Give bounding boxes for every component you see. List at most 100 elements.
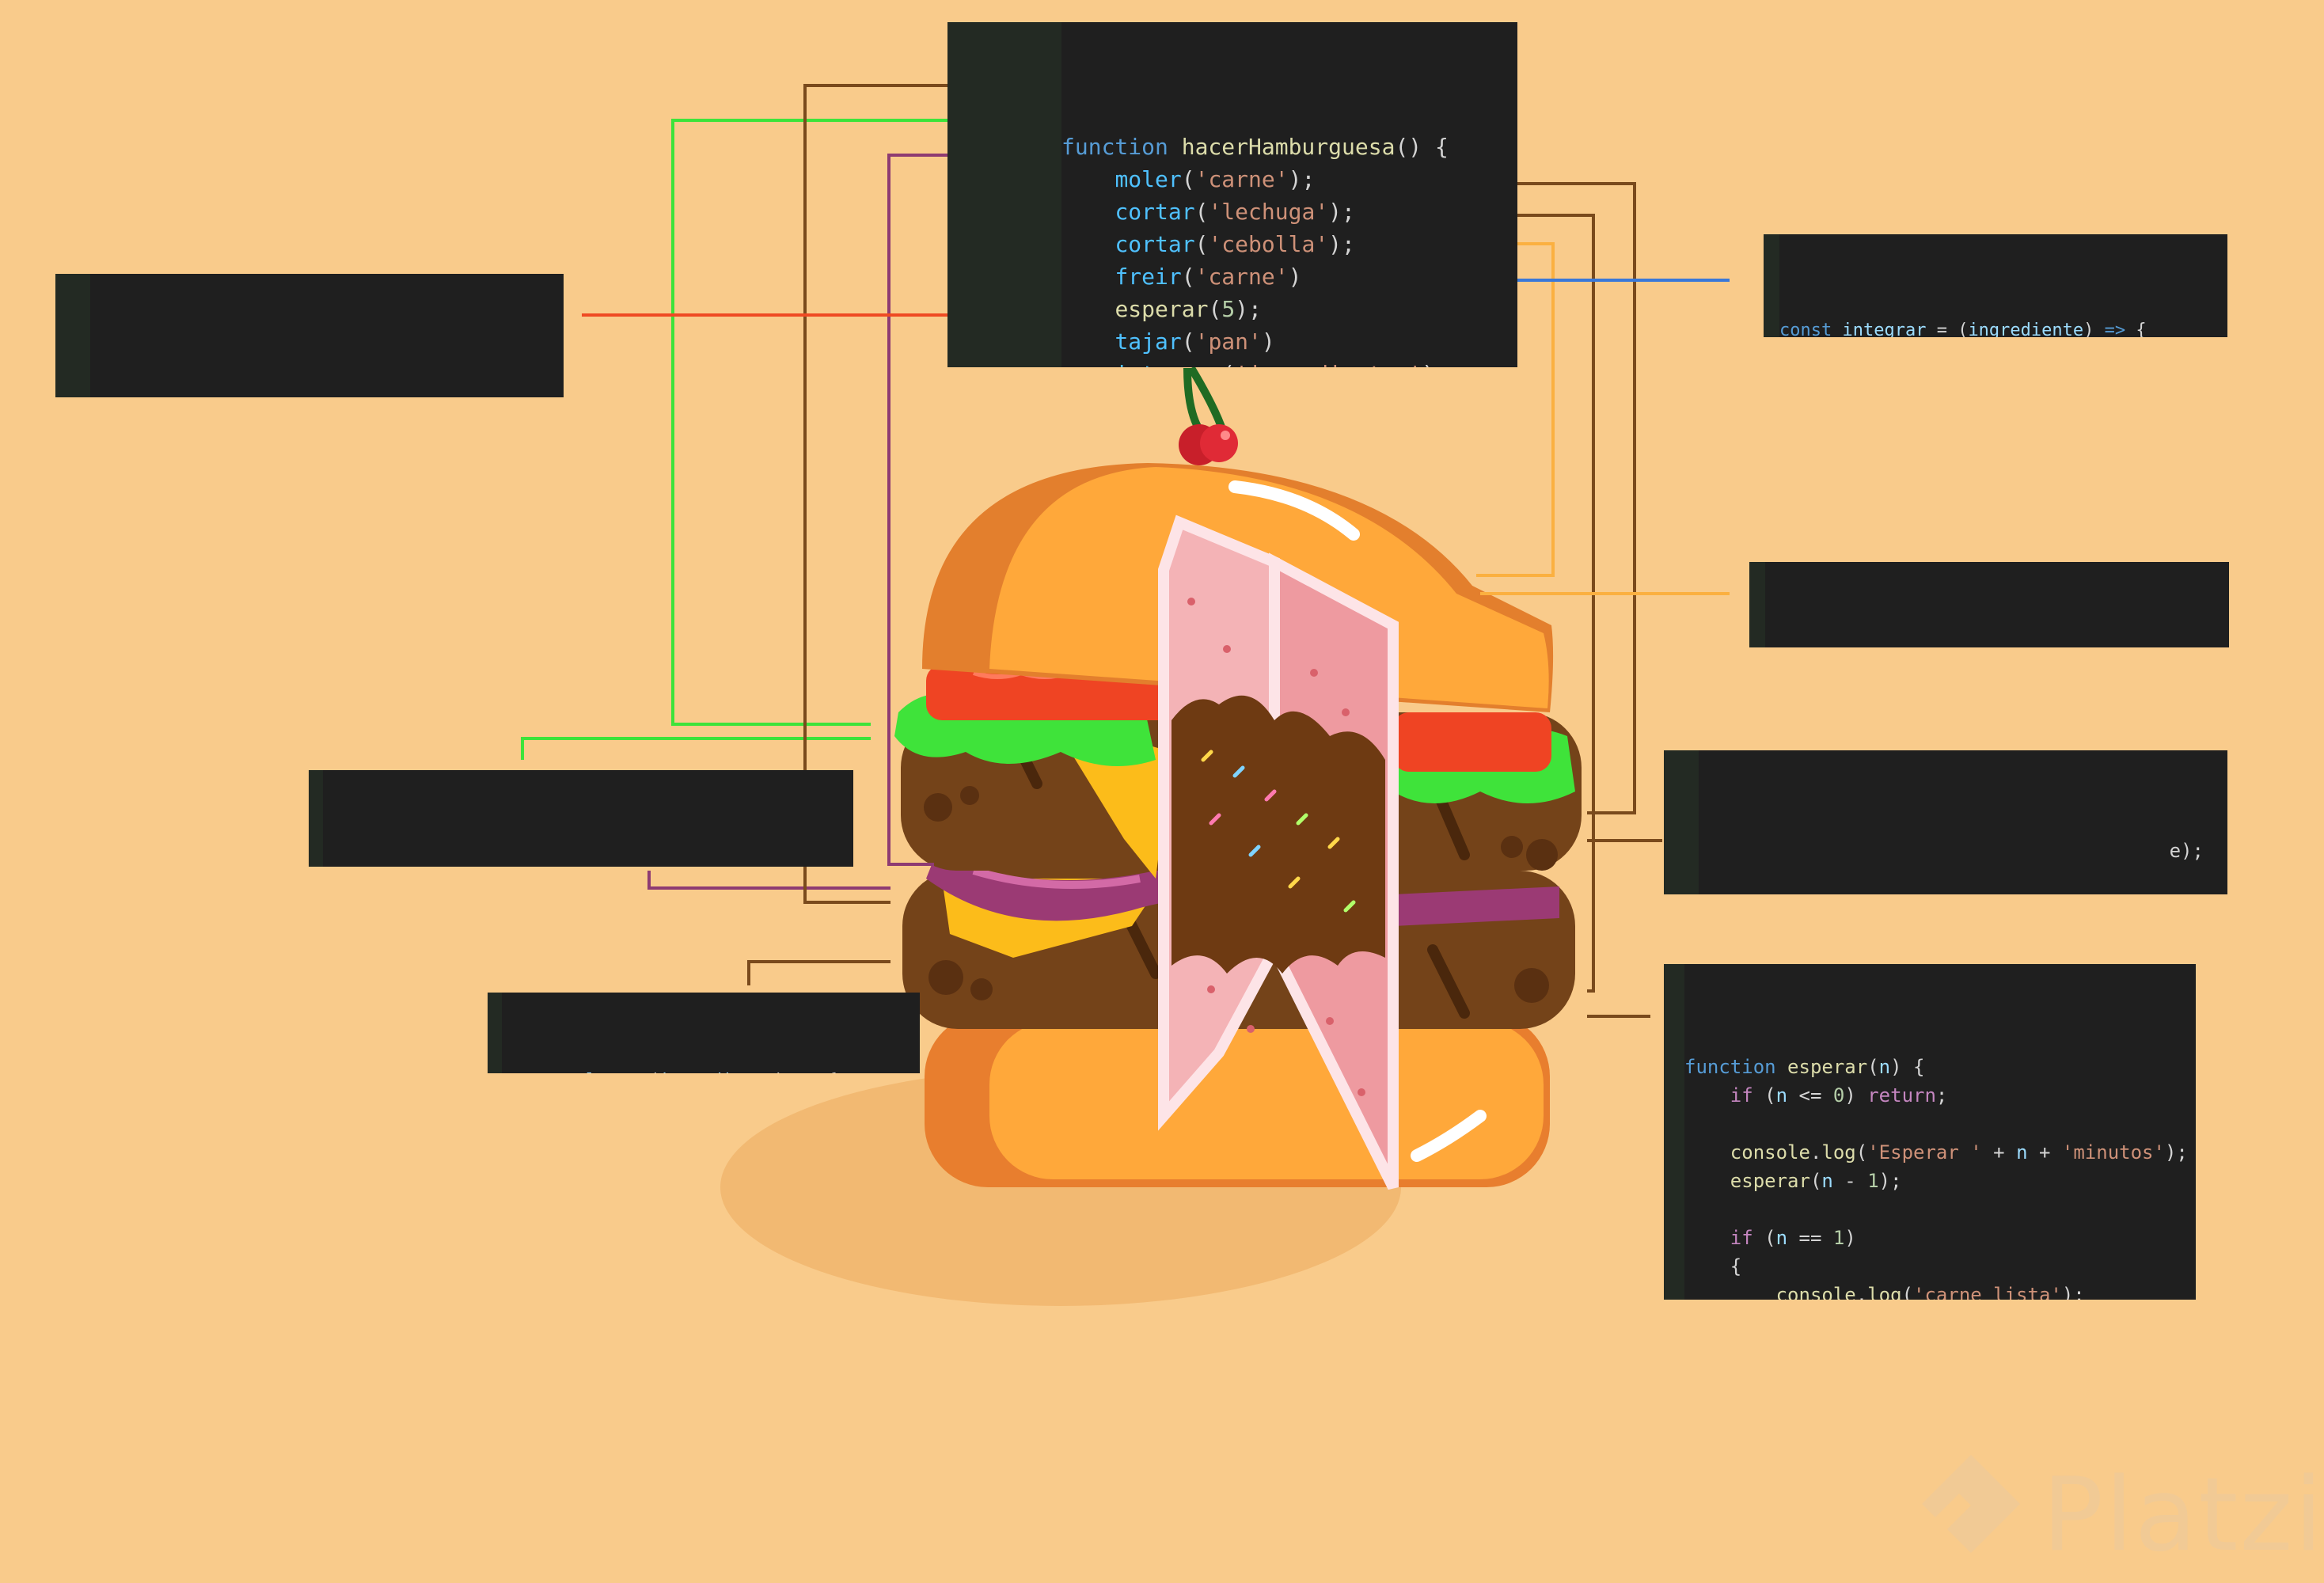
code-token: [1061, 199, 1115, 225]
code-token: const: [1779, 321, 1832, 337]
code-token: return: [1867, 1084, 1936, 1107]
code-tajar: const tajar = (ingrediente) => { console…: [1749, 562, 2229, 647]
code-token: moler: [564, 1071, 617, 1073]
code-token: {: [1684, 1255, 1742, 1277]
cake-slice: [1158, 514, 1399, 1190]
code-hacer-hamburguesa: function hacerHamburguesa() { moler('car…: [947, 22, 1517, 367]
code-line: if (n == 1): [1684, 1224, 2196, 1252]
code-token: 1: [1832, 1227, 1845, 1249]
code-token: (: [1181, 328, 1195, 355]
code-token: [1061, 231, 1115, 257]
overflow-fragment: e);: [2169, 840, 2204, 862]
code-token: =>: [682, 866, 707, 867]
code-token: [1061, 166, 1115, 192]
code-token: -: [1832, 1170, 1868, 1192]
code-token: );: [1328, 231, 1355, 257]
code-token: [1684, 1284, 1776, 1300]
code-token: function: [1684, 1056, 1776, 1078]
code-line: console.log('carne lista');: [1684, 1281, 2196, 1300]
code-token: cortar: [1115, 231, 1195, 257]
code-line: function hacerHamburguesa() {: [1061, 131, 1517, 163]
code-token: [385, 866, 397, 867]
code-token: ): [1261, 328, 1275, 355]
code-token: integrar: [1842, 321, 1927, 337]
code-esperar: function esperar(n) { if (n <= 0) return…: [1664, 964, 2196, 1300]
code-line: console.log('Esperar ' + n + 'minutos');: [1684, 1138, 2196, 1167]
code-token: );: [2061, 1284, 2085, 1300]
code-token: n: [1878, 1056, 1891, 1078]
code-token: (: [1194, 231, 1209, 257]
code-token: 'carne lista': [1913, 1284, 2062, 1300]
code-token: 'lechuga': [1208, 199, 1329, 225]
code-token: ): [1844, 1227, 1856, 1249]
code-token: .: [1855, 1284, 1868, 1300]
code-token: integrar: [1115, 361, 1221, 367]
code-token: (: [1752, 1084, 1776, 1107]
code-token: = (: [1926, 321, 1969, 337]
code-token: {: [2125, 321, 2147, 337]
code-token: ): [2083, 321, 2105, 337]
code-token: {: [707, 866, 732, 867]
code-token: [554, 1071, 564, 1073]
code-token: ): [1422, 361, 1435, 367]
code-token: [1684, 1227, 1730, 1249]
code-token: );: [2164, 1141, 2188, 1164]
code-token: () {: [1395, 134, 1449, 160]
code-token: tajar: [1115, 328, 1182, 355]
connector-cortar-lechuga: [671, 119, 1096, 726]
code-token: =>: [2104, 321, 2126, 337]
code-line: const cortar = (ingrediente) => {: [323, 863, 853, 867]
code-token: cortar: [397, 866, 472, 867]
code-token: const: [323, 866, 385, 867]
code-token: ) {: [1890, 1056, 1925, 1078]
code-token: [1832, 321, 1842, 337]
code-token: n: [2016, 1141, 2028, 1164]
code-token: ingrediente: [659, 1071, 775, 1073]
bottom-bun: [925, 1013, 1550, 1187]
code-token: ==: [1787, 1227, 1833, 1249]
code-token: esperar: [1730, 1170, 1810, 1192]
code-line: cortar('cebolla');: [1061, 228, 1517, 260]
code-token: (: [1181, 166, 1195, 192]
code-token: (: [1221, 361, 1235, 367]
code-token: esperar: [1787, 1056, 1868, 1078]
code-line: integrar('ingredientes'): [1061, 358, 1517, 367]
code-token: 'pan': [1194, 328, 1262, 355]
code-token: ): [774, 1071, 796, 1073]
code-line: tajar('pan'): [1061, 325, 1517, 358]
code-integrar: const integrar = (ingrediente) => { cons…: [1764, 234, 2227, 337]
code-line: function esperar(n) {: [1684, 1053, 2196, 1081]
code-token: const: [502, 1071, 554, 1073]
code-token: (: [1867, 1056, 1879, 1078]
code-token: if: [1730, 1084, 1753, 1107]
platzi-logo-icon: [1922, 1455, 2020, 1553]
code-token: 0: [1832, 1084, 1845, 1107]
code-token: (: [1752, 1227, 1776, 1249]
code-line: {: [1684, 1252, 2196, 1281]
code-token: +: [1981, 1141, 2017, 1164]
code-token: [1684, 1170, 1730, 1192]
code-token: .: [1809, 1141, 1822, 1164]
code-comer-top: function comer() { console.log('Comer');…: [55, 274, 564, 397]
code-line: [1684, 1195, 2196, 1224]
code-line: cortar('lechuga');: [1061, 196, 1517, 228]
code-token: log: [1867, 1284, 1902, 1300]
code-token: (: [1855, 1141, 1868, 1164]
code-token: 'carne': [1194, 166, 1289, 192]
code-token: +: [2027, 1141, 2062, 1164]
code-token: ): [1844, 1084, 1868, 1107]
code-token: [1061, 328, 1115, 355]
code-token: [1061, 264, 1115, 290]
code-token: log: [1821, 1141, 1856, 1164]
code-token: [1061, 361, 1115, 367]
code-token: (: [1809, 1170, 1822, 1192]
code-line: const integrar = (ingrediente) => {: [1779, 317, 2227, 337]
code-token: 5: [1221, 296, 1236, 322]
code-token: 'minutos': [2061, 1141, 2165, 1164]
code-token: = (: [472, 866, 522, 867]
code-token: );: [1878, 1170, 1902, 1192]
code-token: );: [1328, 199, 1355, 225]
platzi-watermark: Platzi: [1916, 1448, 2322, 1574]
connector-cebolla-box: [647, 871, 890, 890]
